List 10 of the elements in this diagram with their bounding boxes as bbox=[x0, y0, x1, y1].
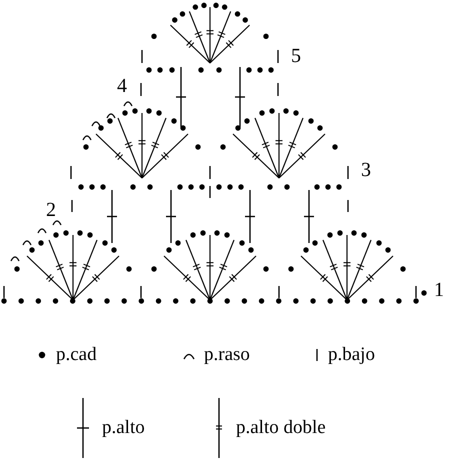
legend-label: p.alto bbox=[102, 417, 145, 439]
legend-label: p.bajo bbox=[328, 344, 375, 366]
legend-label: p.alto doble bbox=[236, 417, 326, 439]
row-number: 2 bbox=[46, 200, 56, 220]
row-number: 1 bbox=[434, 280, 444, 300]
row-number: 3 bbox=[361, 160, 371, 180]
row-number: 4 bbox=[117, 76, 127, 96]
legend-label: p.raso bbox=[204, 344, 250, 366]
legend-label: p.cad bbox=[56, 344, 97, 366]
row-number: 5 bbox=[291, 46, 301, 66]
